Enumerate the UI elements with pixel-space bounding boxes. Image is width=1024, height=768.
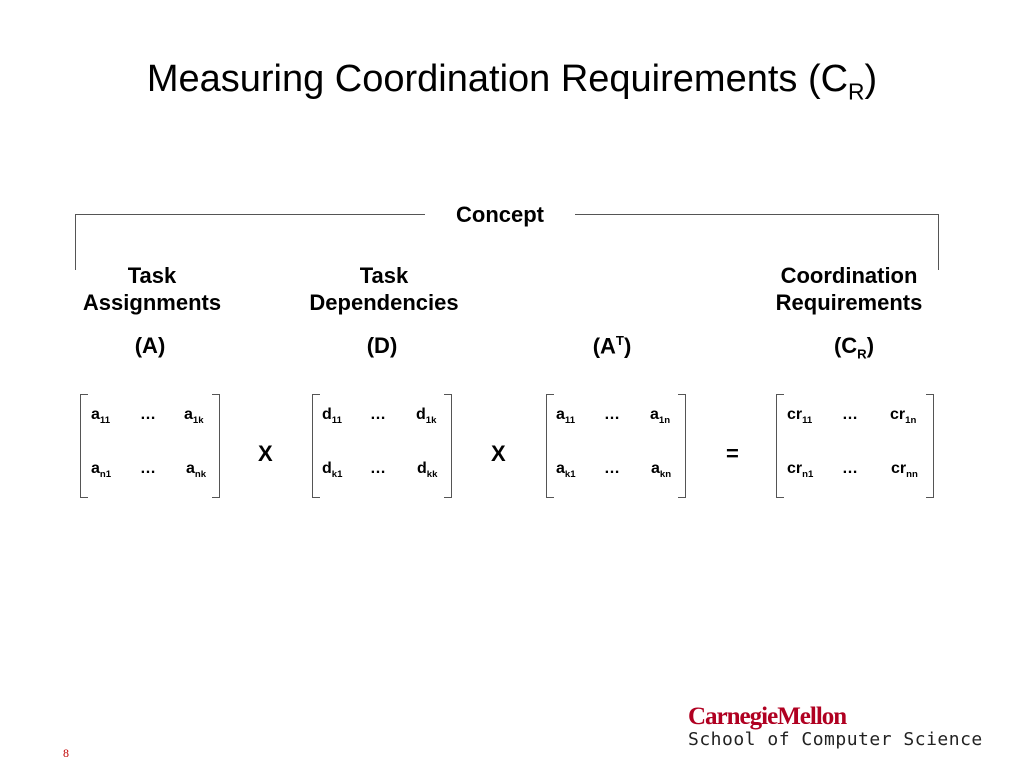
concept-bracket-left-tick xyxy=(75,214,76,270)
column-heading-line: Assignments xyxy=(82,290,222,315)
school-of-computer-science-text: School of Computer Science xyxy=(688,729,983,750)
matrix-cell: ank xyxy=(186,460,207,481)
matrix-dots: … xyxy=(140,460,156,477)
matrix-cell: dk1 xyxy=(322,460,343,481)
concept-bracket-right-line xyxy=(575,214,939,215)
concept-label: Concept xyxy=(456,202,544,227)
matrix-cell: a1k xyxy=(184,406,204,427)
equals-operator: = xyxy=(726,441,739,466)
matrix-dots: … xyxy=(842,460,858,477)
matrix-a-transpose: a11 … a1n ak1 … akn xyxy=(546,394,686,498)
multiply-operator: X xyxy=(258,441,273,466)
matrix-cell: crnn xyxy=(891,460,918,481)
left-bracket xyxy=(776,394,784,498)
right-bracket xyxy=(212,394,220,498)
matrix-cell: ak1 xyxy=(556,460,576,481)
matrix-cell: d11 xyxy=(322,406,342,427)
matrix-cell: cr1n xyxy=(890,406,917,427)
matrix-a: a11 … a1k an1 … ank xyxy=(80,394,220,498)
matrix-label-a: (A) xyxy=(134,333,166,358)
column-heading-line: Requirements xyxy=(775,290,923,315)
left-bracket xyxy=(546,394,554,498)
column-heading-line: Task xyxy=(127,263,177,288)
column-heading-line: Dependencies xyxy=(309,290,459,315)
concept-bracket-left-line xyxy=(75,214,425,215)
page-number: 8 xyxy=(63,746,69,760)
column-heading-coordination-requirements: Coordination Requirements xyxy=(739,262,959,316)
left-bracket xyxy=(80,394,88,498)
matrix-dots: … xyxy=(370,460,386,477)
matrix-cell: a11 xyxy=(91,406,111,427)
matrix-dots: … xyxy=(604,460,620,477)
matrix-dots: … xyxy=(370,406,386,423)
matrix-cell: a11 xyxy=(556,406,576,427)
matrix-dots: … xyxy=(140,406,156,423)
matrix-cell: d1k xyxy=(416,406,437,427)
matrix-cell: crn1 xyxy=(787,460,814,481)
right-bracket xyxy=(926,394,934,498)
carnegie-mellon-logo: CarnegieMellon xyxy=(688,703,847,730)
matrix-cell: dkk xyxy=(417,460,438,481)
matrix-d: d11 … d1k dk1 … dkk xyxy=(312,394,452,498)
matrix-cell: a1n xyxy=(650,406,671,427)
column-heading-task-dependencies: Task Dependencies xyxy=(284,262,484,316)
matrix-label-cr: (CR) xyxy=(833,333,875,362)
right-bracket xyxy=(678,394,686,498)
matrix-cell: akn xyxy=(651,460,672,481)
matrix-label-a-transpose: (AT) xyxy=(592,333,632,359)
matrix-cell: an1 xyxy=(91,460,112,481)
matrix-dots: … xyxy=(604,406,620,423)
right-bracket xyxy=(444,394,452,498)
concept-bracket-right-tick xyxy=(938,214,939,270)
column-heading-task-assignments: Task Assignments xyxy=(52,262,252,316)
matrix-cell: cr11 xyxy=(787,406,813,427)
slide-title: Measuring Coordination Requirements (CR) xyxy=(146,58,878,105)
matrix-dots: … xyxy=(842,406,858,423)
matrix-label-d: (D) xyxy=(366,333,398,358)
column-heading-line: Task xyxy=(359,263,409,288)
column-heading-line: Coordination xyxy=(780,263,918,288)
left-bracket xyxy=(312,394,320,498)
multiply-operator: X xyxy=(491,441,506,466)
matrix-cr: cr11 … cr1n crn1 … crnn xyxy=(776,394,934,498)
